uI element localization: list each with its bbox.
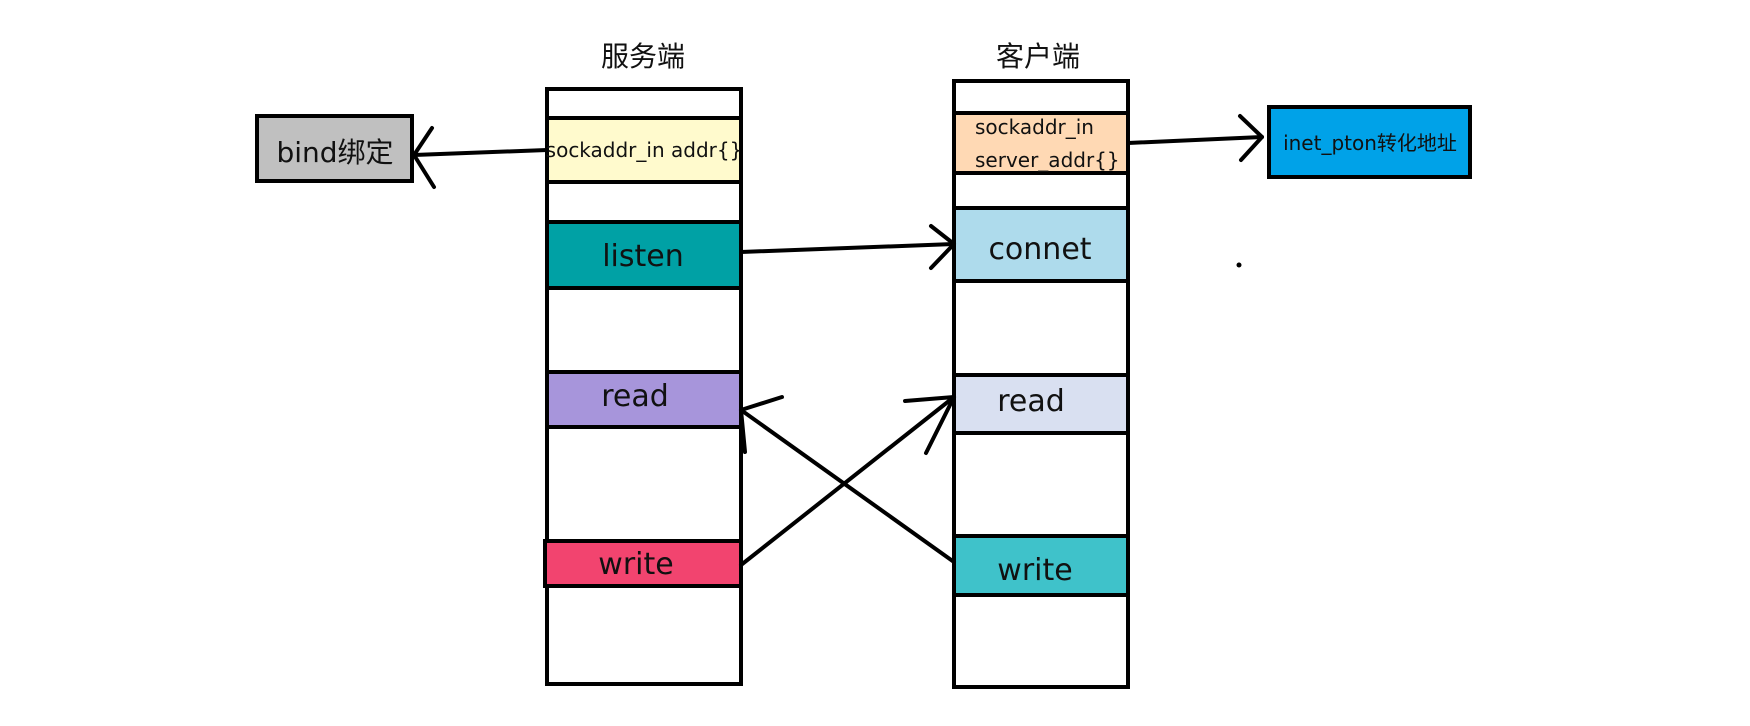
arrow-listen-to-connect xyxy=(739,224,956,270)
server-title: 服务端 xyxy=(601,40,685,73)
client-column: sockaddr_in server_addr{} connet read wr… xyxy=(952,79,1130,689)
arrow-server-write-to-client-read xyxy=(739,395,956,567)
stray-dot xyxy=(1236,262,1242,268)
client-title: 客户端 xyxy=(996,40,1080,73)
client-addr-box xyxy=(952,111,1130,175)
arrow-client-addr-to-inet-pton xyxy=(1126,114,1264,162)
server-listen-label: listen xyxy=(602,239,684,274)
server-read-box xyxy=(545,370,743,429)
client-write-box xyxy=(952,534,1130,597)
server-listen-box xyxy=(545,220,743,290)
client-read-box xyxy=(952,373,1130,435)
inet-pton-box xyxy=(1267,105,1472,179)
inet-pton-label: inet_pton转化地址 xyxy=(1283,131,1457,155)
arrow-client-write-to-server-read xyxy=(739,395,956,564)
bind-box xyxy=(255,114,414,183)
client-addr-line2: server_addr{} xyxy=(975,148,1120,172)
client-write-label: write xyxy=(997,553,1072,588)
server-write-box xyxy=(543,539,743,588)
client-read-label: read xyxy=(997,384,1065,419)
server-write-label: write xyxy=(598,547,673,582)
server-read-label: read xyxy=(601,379,669,414)
bind-label: bind绑定 xyxy=(276,136,393,169)
client-addr-line1: sockaddr_in xyxy=(975,115,1094,139)
arrow-server-addr-to-bind xyxy=(412,126,549,189)
server-addr-label: sockaddr_in addr{} xyxy=(546,138,743,162)
server-column: sockaddr_in addr{} listen read write xyxy=(543,87,743,686)
client-connect-label: connet xyxy=(988,232,1091,267)
server-addr-box xyxy=(545,116,743,184)
